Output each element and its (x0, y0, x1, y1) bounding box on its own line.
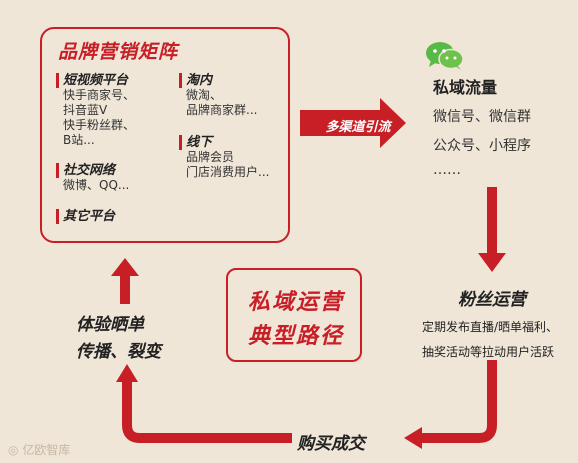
group-item: 品牌会员 (186, 150, 235, 164)
watermark-icon: ◎ (8, 443, 19, 457)
center-box: 私域运营 典型路径 (226, 268, 362, 362)
up-arrow-head (111, 258, 139, 276)
group-item: 微淘、 (186, 88, 223, 102)
brand-matrix-title: 品牌营销矩阵 (58, 41, 179, 63)
group-item: 抖音蓝V (63, 103, 108, 117)
group-title: 社交网络 (56, 163, 129, 178)
down-arrow-head (478, 253, 506, 272)
experience-label: 传播、裂变 (76, 342, 161, 362)
purchase-to-experience-head (116, 364, 138, 382)
center-title-line: 私域运营 (247, 290, 344, 315)
group-title: 其它平台 (56, 209, 115, 224)
group-item: 品牌商家群... (186, 103, 258, 117)
experience-label: 体验晒单 (76, 315, 144, 335)
fans-to-purchase-arrow (420, 360, 497, 443)
group-title: 线下 (179, 135, 269, 150)
group-title: 淘内 (179, 73, 257, 88)
wechat-icon (426, 42, 464, 70)
down-arrow-shaft (487, 187, 497, 255)
group-other: 其它平台 (56, 209, 115, 224)
watermark: ◎ 亿欧智库 (8, 441, 70, 458)
channel-arrow-label: 多渠道引流 (325, 120, 391, 135)
group-item: 快手粉丝群、 (63, 118, 136, 132)
group-item: 快手商家号、 (63, 88, 136, 102)
private-traffic-title: 私域流量 (433, 78, 498, 97)
fans-to-purchase-head (404, 427, 422, 449)
group-item: 微博、QQ... (63, 178, 130, 192)
group-offline: 线下 品牌会员 门店消费用户... (179, 135, 269, 180)
up-arrow-shaft (120, 274, 130, 304)
fans-operation-title: 粉丝运营 (458, 290, 526, 310)
group-item: B站... (63, 133, 95, 147)
channel-arrow (300, 98, 406, 148)
fans-operation-desc: 定期发布直播/晒单福利、 (422, 320, 559, 334)
group-item: 门店消费用户... (186, 165, 270, 179)
fans-operation-desc: 抽奖活动等拉动用户活跃 (422, 345, 555, 359)
group-title: 短视频平台 (56, 73, 135, 88)
traffic-item: …… (433, 162, 461, 178)
watermark-text: 亿欧智库 (22, 443, 71, 457)
group-taobao: 淘内 微淘、 品牌商家群... (179, 73, 257, 118)
brand-matrix-box: 品牌营销矩阵 短视频平台 快手商家号、 抖音蓝V 快手粉丝群、 B站... 淘内… (40, 27, 290, 243)
traffic-item: 微信号、微信群 (433, 109, 531, 125)
purchase-to-experience-arrow (122, 380, 292, 443)
group-short-video: 短视频平台 快手商家号、 抖音蓝V 快手粉丝群、 B站... (56, 73, 135, 148)
center-title-line: 典型路径 (247, 324, 344, 349)
traffic-item: 公众号、小程序 (433, 138, 531, 154)
purchase-label: 购买成交 (297, 434, 365, 454)
group-social: 社交网络 微博、QQ... (56, 163, 129, 193)
